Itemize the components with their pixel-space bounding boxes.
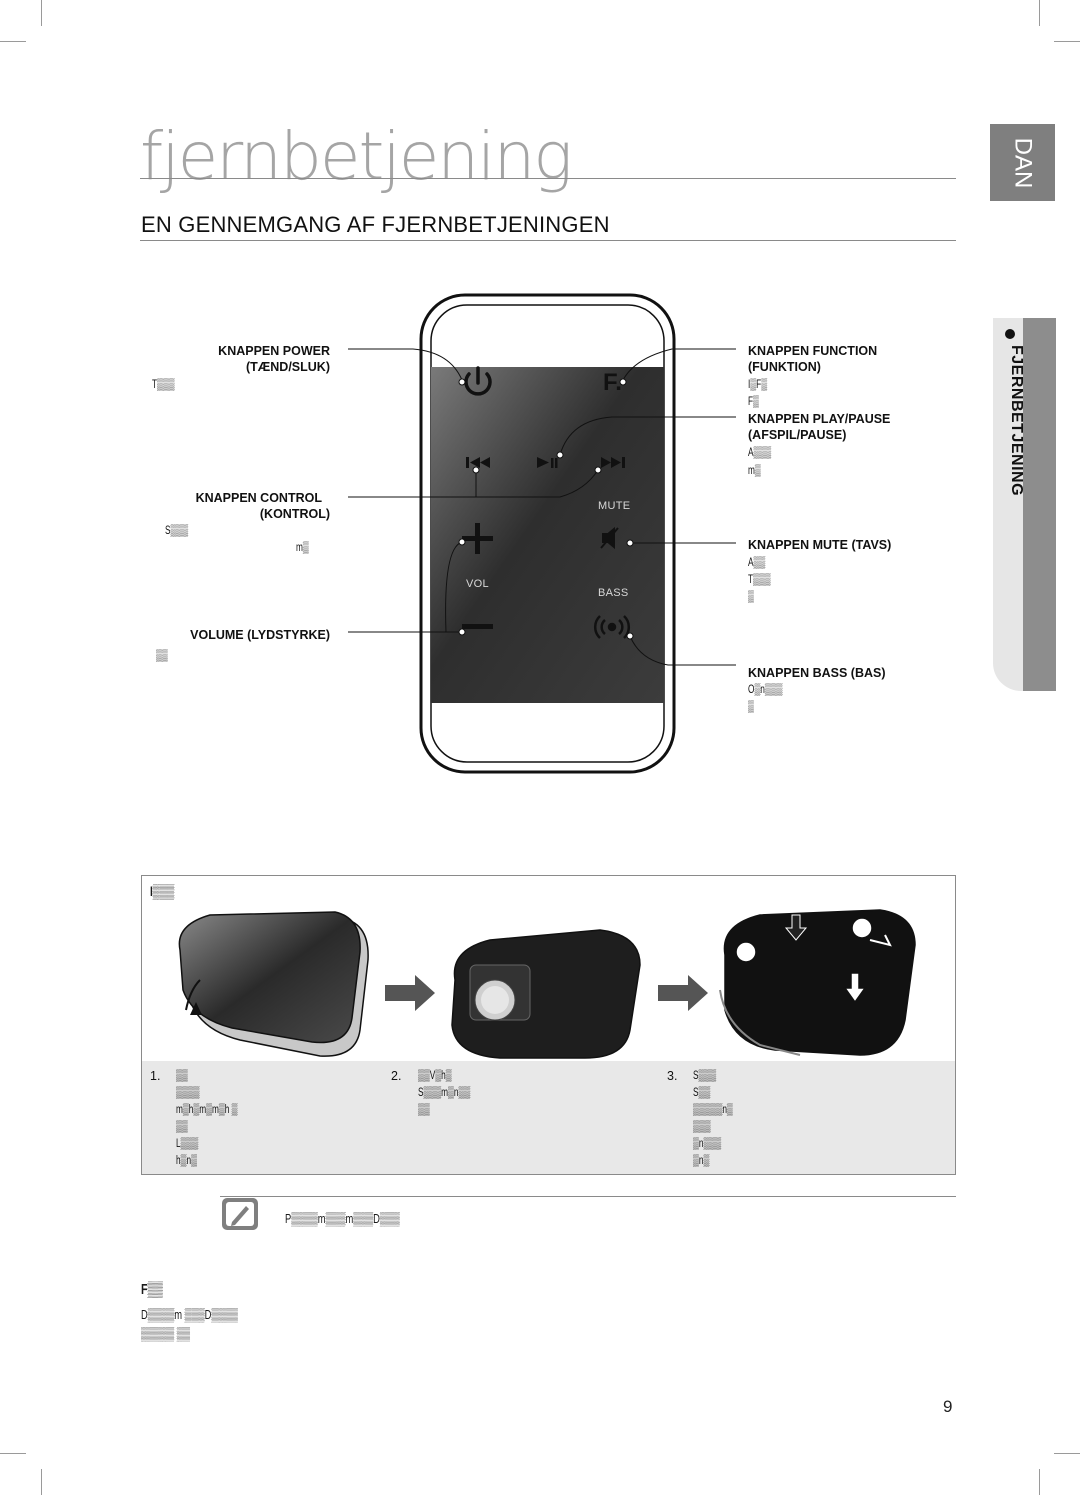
- remote-panel: [431, 367, 664, 703]
- step-2-line: S▒▒▒m▒n▒▒: [418, 1087, 471, 1099]
- play-pause-icon: [537, 457, 558, 468]
- step-3-number: 3.: [667, 1069, 678, 1083]
- vol-label: VOL: [466, 578, 489, 590]
- callout-dots: [458, 378, 634, 640]
- subsection-body-line: ▒▒▒▒▒ ▒▒: [141, 1326, 191, 1341]
- volume-callout-title: VOLUME (LYDSTYRKE): [190, 628, 330, 642]
- crop-mark: [1054, 1453, 1080, 1454]
- mute-icon: [600, 526, 619, 550]
- function-callout-subtitle: (FUNKTION): [748, 360, 821, 374]
- arrow-icon: [385, 975, 435, 1011]
- mute-callout-desc: A▒▒: [748, 557, 766, 569]
- crop-mark: [0, 41, 26, 42]
- power-callout-title: KNAPPEN POWER: [218, 344, 330, 358]
- step-1-line: h▒n▒: [176, 1155, 197, 1167]
- crop-mark: [0, 1453, 26, 1454]
- control-callout-subtitle: (KONTROL): [259, 507, 330, 521]
- subsection-body-line: D▒▒▒▒m ▒▒▒D▒▒▒▒: [141, 1307, 238, 1322]
- install-steps-band: [142, 1061, 955, 1174]
- side-tab-label: FJERNBETJENING: [1008, 345, 1025, 497]
- function-callout-desc: I▒F▒: [748, 379, 768, 391]
- subsection-heading: F▒▒: [141, 1281, 163, 1298]
- page-number: 9: [943, 1397, 953, 1416]
- note-text: P▒▒▒▒m▒▒▒m▒▒▒D▒▒▒: [285, 1211, 400, 1226]
- step-1-line: ▒▒: [176, 1121, 188, 1133]
- control-callout-desc: S▒▒▒: [165, 525, 189, 537]
- crop-mark: [1039, 1469, 1040, 1495]
- step-3-line: ▒n▒▒▒: [693, 1138, 722, 1150]
- battery-step1-illustration: [178, 911, 369, 1057]
- control-callout-title: KNAPPEN CONTROL: [195, 491, 322, 505]
- playpause-callout-desc: A▒▒▒: [748, 447, 772, 459]
- battery-step3-illustration: [719, 909, 916, 1056]
- step-3-line: ▒n▒: [693, 1155, 710, 1167]
- power-icon: [464, 366, 492, 396]
- arrow-icon: [658, 975, 708, 1011]
- side-tab: [993, 318, 1056, 691]
- power-callout-subtitle: (TÆND/SLUK): [245, 360, 330, 374]
- step-1-line: L▒▒▒: [176, 1138, 199, 1150]
- title-rule: [140, 178, 956, 179]
- volume-down-icon: [462, 624, 493, 629]
- volume-up-icon: [462, 523, 493, 554]
- mute-callout-desc: T▒▒▒: [748, 574, 771, 586]
- control-callout-desc: m▒: [296, 542, 309, 554]
- playpause-callout-title: KNAPPEN PLAY/PAUSE: [748, 412, 891, 426]
- step-1-line: m▒h▒m▒m▒h ▒: [176, 1104, 238, 1116]
- battery-step2-illustration: [451, 929, 641, 1059]
- mute-callout-title: KNAPPEN MUTE (TAVS): [748, 538, 892, 552]
- step-1-line: ▒▒: [176, 1070, 188, 1082]
- previous-icon: [466, 457, 490, 468]
- note-rule: [220, 1196, 956, 1197]
- section-heading: EN GENNEMGANG AF FJERNBETJENINGEN: [141, 212, 610, 237]
- step-1-number: 1.: [150, 1069, 161, 1083]
- playpause-callout-desc: m▒: [748, 465, 761, 477]
- step-3-line: ▒▒▒▒▒n▒: [693, 1104, 733, 1116]
- next-icon: [601, 457, 625, 468]
- bass-icon: [593, 615, 631, 639]
- step-1-line: ▒▒▒▒: [176, 1087, 200, 1099]
- crop-mark: [1054, 41, 1080, 42]
- bass-callout-desc: O▒n▒▒▒: [748, 684, 783, 696]
- step-3-line: S▒▒: [693, 1087, 711, 1099]
- function-key-label: F.: [603, 369, 623, 396]
- crop-mark: [41, 1469, 42, 1495]
- crop-mark: [1039, 0, 1040, 26]
- playpause-callout-subtitle: (AFSPIL/PAUSE): [748, 428, 847, 442]
- bass-callout-title: KNAPPEN BASS (BAS): [748, 666, 886, 680]
- page-title: fjernbetjening: [140, 118, 573, 195]
- volume-callout-desc: ▒▒: [156, 650, 168, 662]
- step-3-line: S▒▒▒: [693, 1070, 717, 1082]
- bullet-dot: [1005, 329, 1015, 339]
- function-callout-title: KNAPPEN FUNCTION: [748, 344, 878, 358]
- bass-callout-desc: ▒: [748, 701, 754, 713]
- battery-install-box: [141, 875, 956, 1175]
- language-tab: DAN: [990, 124, 1055, 201]
- mute-callout-desc: ▒: [748, 591, 754, 603]
- step-2-number: 2.: [391, 1069, 402, 1083]
- power-callout-desc: T▒▒▒: [152, 379, 175, 391]
- section-rule: [140, 240, 956, 241]
- step-3-line: ▒▒▒: [693, 1121, 711, 1133]
- step-2-line: ▒▒: [418, 1104, 430, 1116]
- note-icon: [222, 1198, 258, 1230]
- install-title: I▒▒▒: [150, 883, 175, 899]
- step-2-line: ▒▒V▒h▒: [418, 1070, 452, 1082]
- callout-lines: [348, 348, 736, 666]
- function-callout-desc: F▒: [748, 396, 759, 408]
- bass-label: BASS: [598, 587, 629, 599]
- crop-mark: [41, 0, 42, 26]
- mute-label: MUTE: [598, 500, 631, 512]
